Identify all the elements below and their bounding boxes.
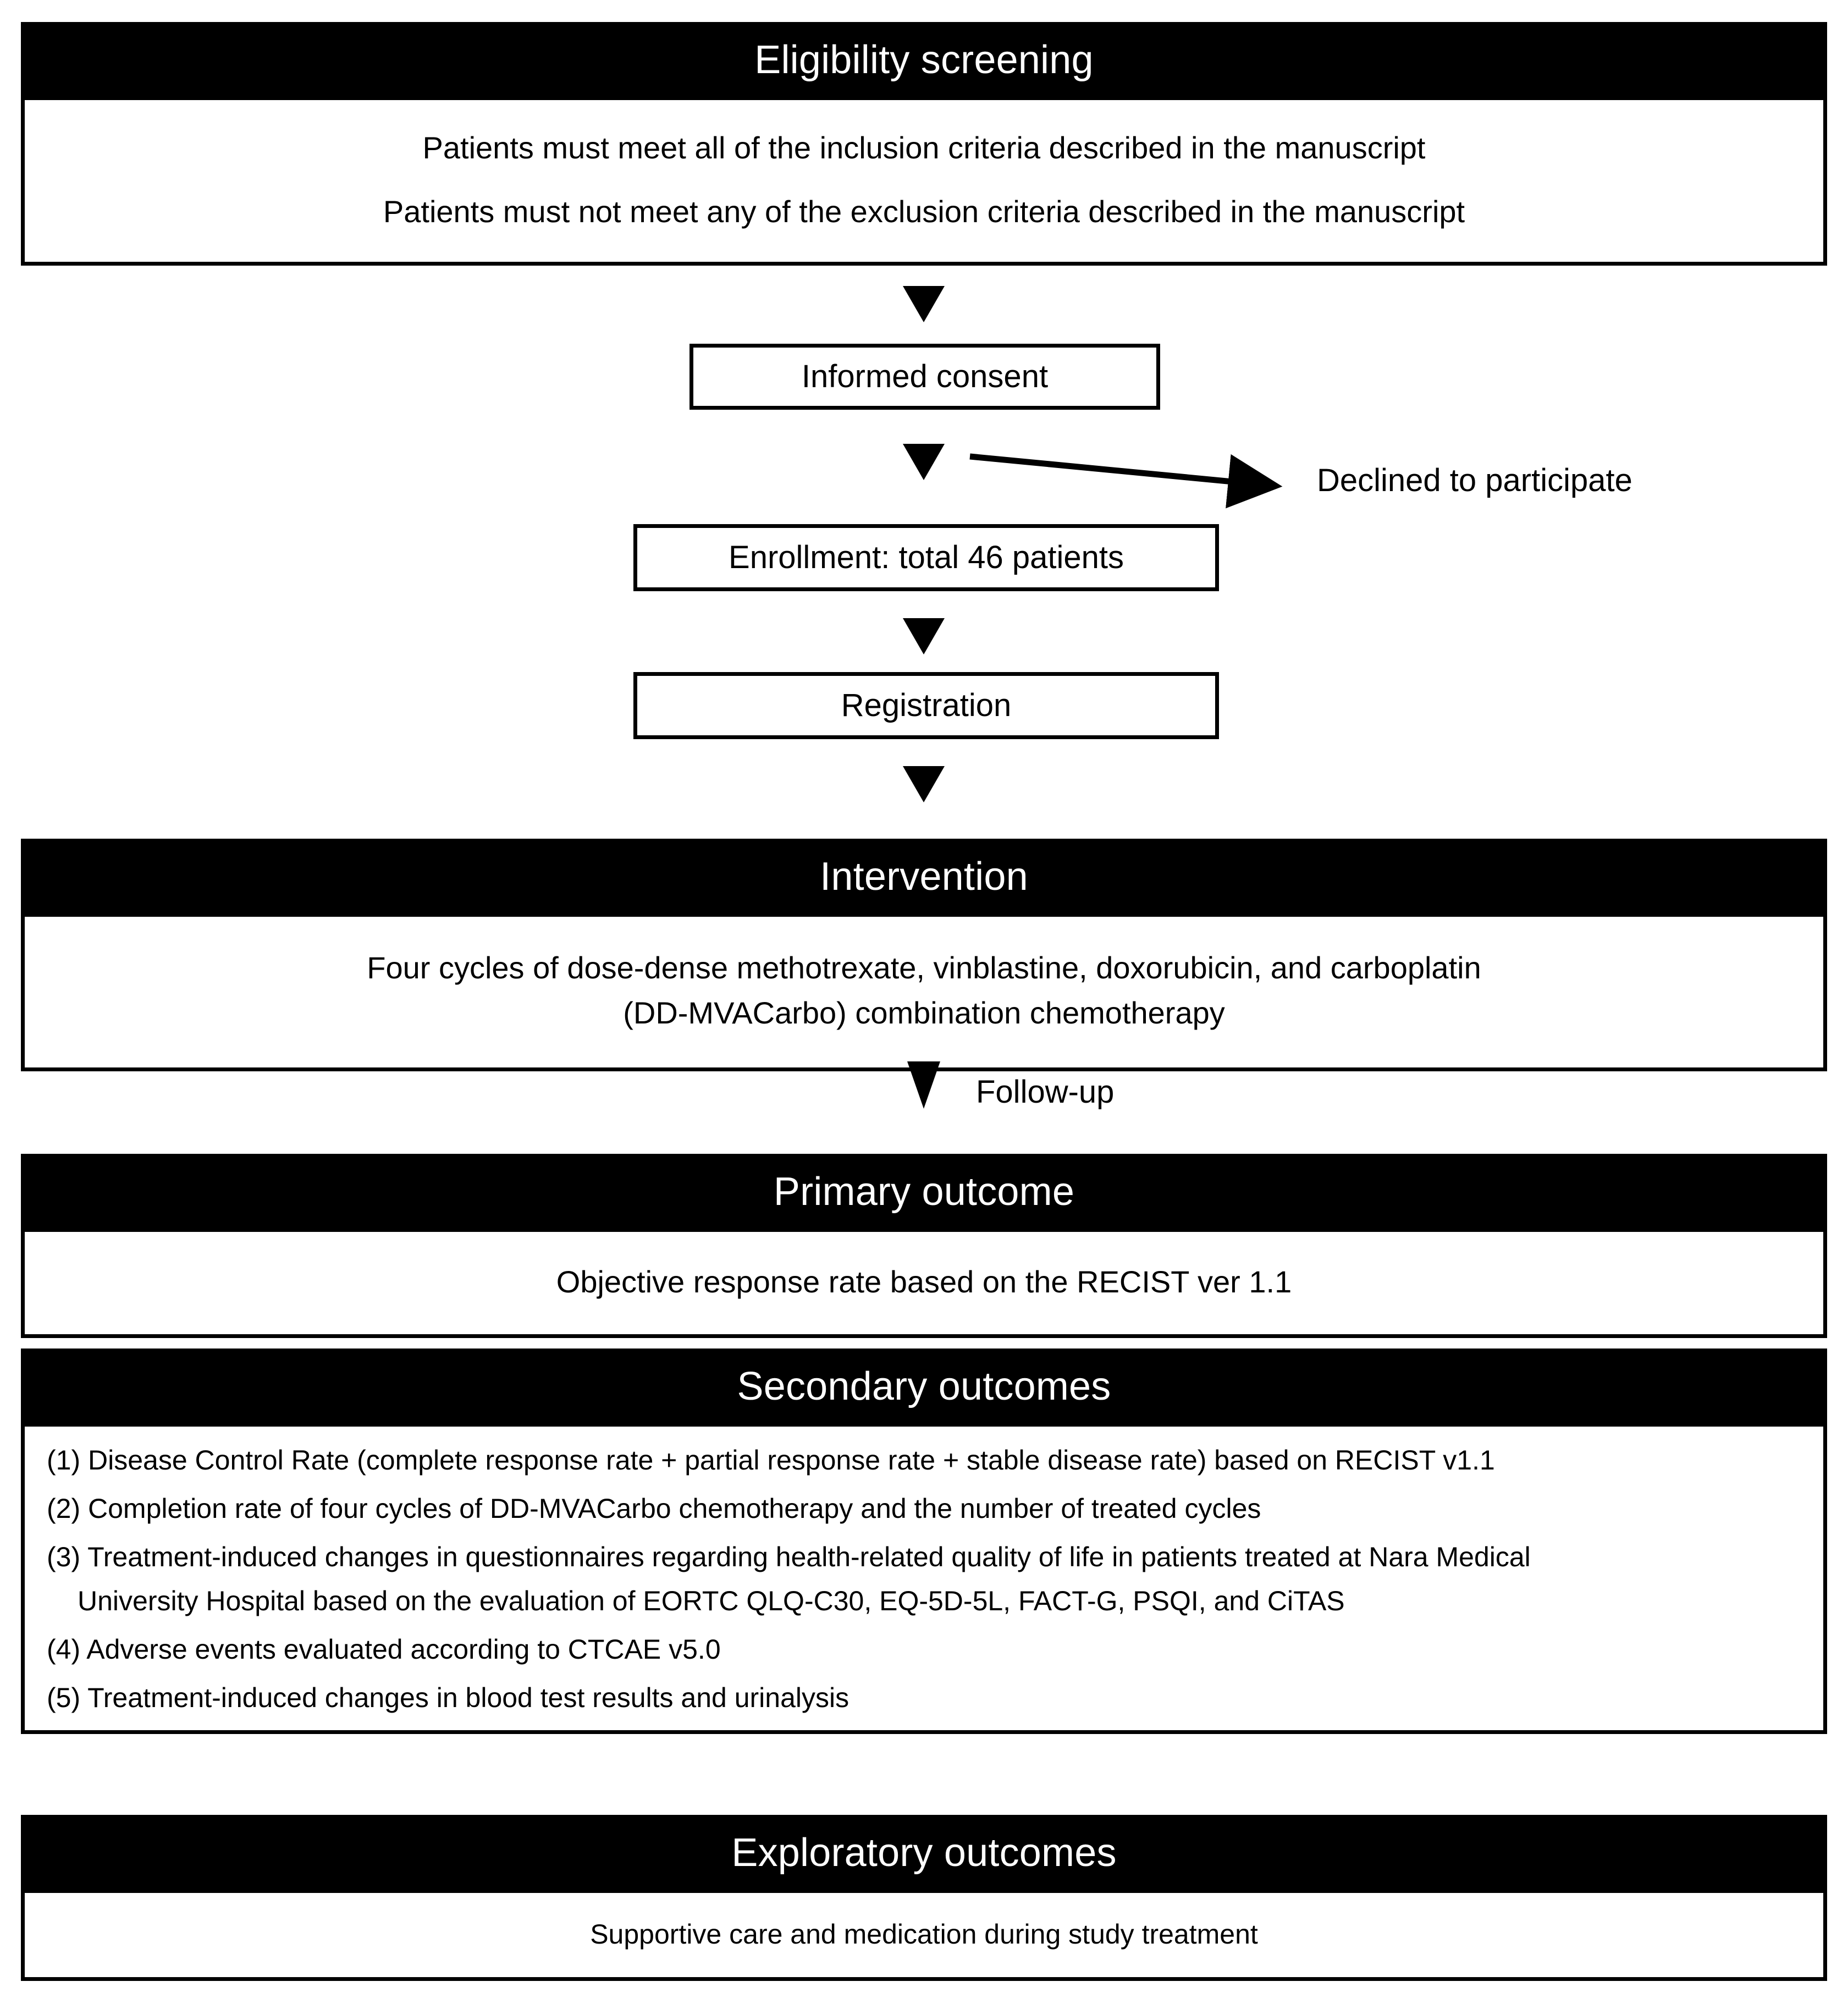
exclusion-criteria-line: Patients must not meet any of the exclus… (383, 194, 1465, 229)
intervention-header: Intervention (25, 843, 1823, 913)
secondary-outcome-item-1-text: (1) Disease Control Rate (complete respo… (47, 1445, 1495, 1476)
intervention-line-1: Four cycles of dose-dense methotrexate, … (367, 950, 1481, 985)
secondary-outcome-item-3-text: (3) Treatment-induced changes in questio… (47, 1542, 1531, 1572)
exploratory-outcomes-body: Supportive care and medication during st… (25, 1889, 1823, 1977)
declined-to-participate-label: Declined to participate (1317, 463, 1632, 498)
declined-to-participate-arrow (968, 445, 1309, 511)
informed-consent-label: Informed consent (801, 359, 1049, 394)
secondary-outcome-item-3: (3) Treatment-induced changes in questio… (47, 1543, 1801, 1615)
secondary-outcomes-body: (1) Disease Control Rate (complete respo… (25, 1423, 1823, 1730)
enrollment-box: Enrollment: total 46 patients (633, 524, 1219, 591)
follow-up-label: Follow-up (976, 1074, 1115, 1110)
primary-outcome-body: Objective response rate based on the REC… (25, 1228, 1823, 1335)
eligibility-screening-body: Patients must meet all of the inclusion … (25, 96, 1823, 262)
enrollment-label: Enrollment: total 46 patients (729, 540, 1124, 575)
exploratory-outcomes-panel: Exploratory outcomes Supportive care and… (21, 1815, 1827, 1981)
intervention-line-2: (DD-MVACarbo) combination chemotherapy (623, 995, 1225, 1031)
secondary-outcome-item-5-text: (5) Treatment-induced changes in blood t… (47, 1682, 849, 1713)
exploratory-outcomes-header: Exploratory outcomes (25, 1819, 1823, 1889)
intervention-body: Four cycles of dose-dense methotrexate, … (25, 913, 1823, 1068)
secondary-outcome-item-2-text: (2) Completion rate of four cycles of DD… (47, 1493, 1261, 1524)
registration-box: Registration (633, 672, 1219, 739)
registration-label: Registration (841, 687, 1012, 723)
secondary-outcome-item-2: (2) Completion rate of four cycles of DD… (47, 1495, 1801, 1522)
inclusion-criteria-line: Patients must meet all of the inclusion … (422, 130, 1426, 165)
arrow-intervention-to-primary (907, 1061, 940, 1109)
eligibility-screening-panel: Eligibility screening Patients must meet… (21, 22, 1827, 266)
secondary-outcome-item-5: (5) Treatment-induced changes in blood t… (47, 1684, 1801, 1711)
secondary-outcome-item-3-continuation: University Hospital based on the evaluat… (78, 1586, 1345, 1616)
secondary-outcome-item-4: (4) Adverse events evaluated according t… (47, 1636, 1801, 1663)
arrow-eligibility-to-consent (903, 286, 945, 322)
informed-consent-box: Informed consent (689, 344, 1160, 410)
secondary-outcome-item-4-text: (4) Adverse events evaluated according t… (47, 1634, 721, 1665)
secondary-outcomes-panel: Secondary outcomes (1) Disease Control R… (21, 1348, 1827, 1734)
intervention-panel: Intervention Four cycles of dose-dense m… (21, 839, 1827, 1072)
secondary-outcomes-header: Secondary outcomes (25, 1352, 1823, 1423)
primary-outcome-header: Primary outcome (25, 1158, 1823, 1228)
exploratory-outcomes-line: Supportive care and medication during st… (590, 1919, 1258, 1950)
secondary-outcome-item-1: (1) Disease Control Rate (complete respo… (47, 1446, 1801, 1474)
arrow-enrollment-to-registration (903, 618, 945, 654)
primary-outcome-line: Objective response rate based on the REC… (556, 1264, 1292, 1299)
primary-outcome-panel: Primary outcome Objective response rate … (21, 1154, 1827, 1339)
eligibility-screening-header: Eligibility screening (25, 26, 1823, 96)
arrow-registration-to-intervention (903, 766, 945, 802)
arrow-consent-to-enrollment (903, 444, 945, 480)
